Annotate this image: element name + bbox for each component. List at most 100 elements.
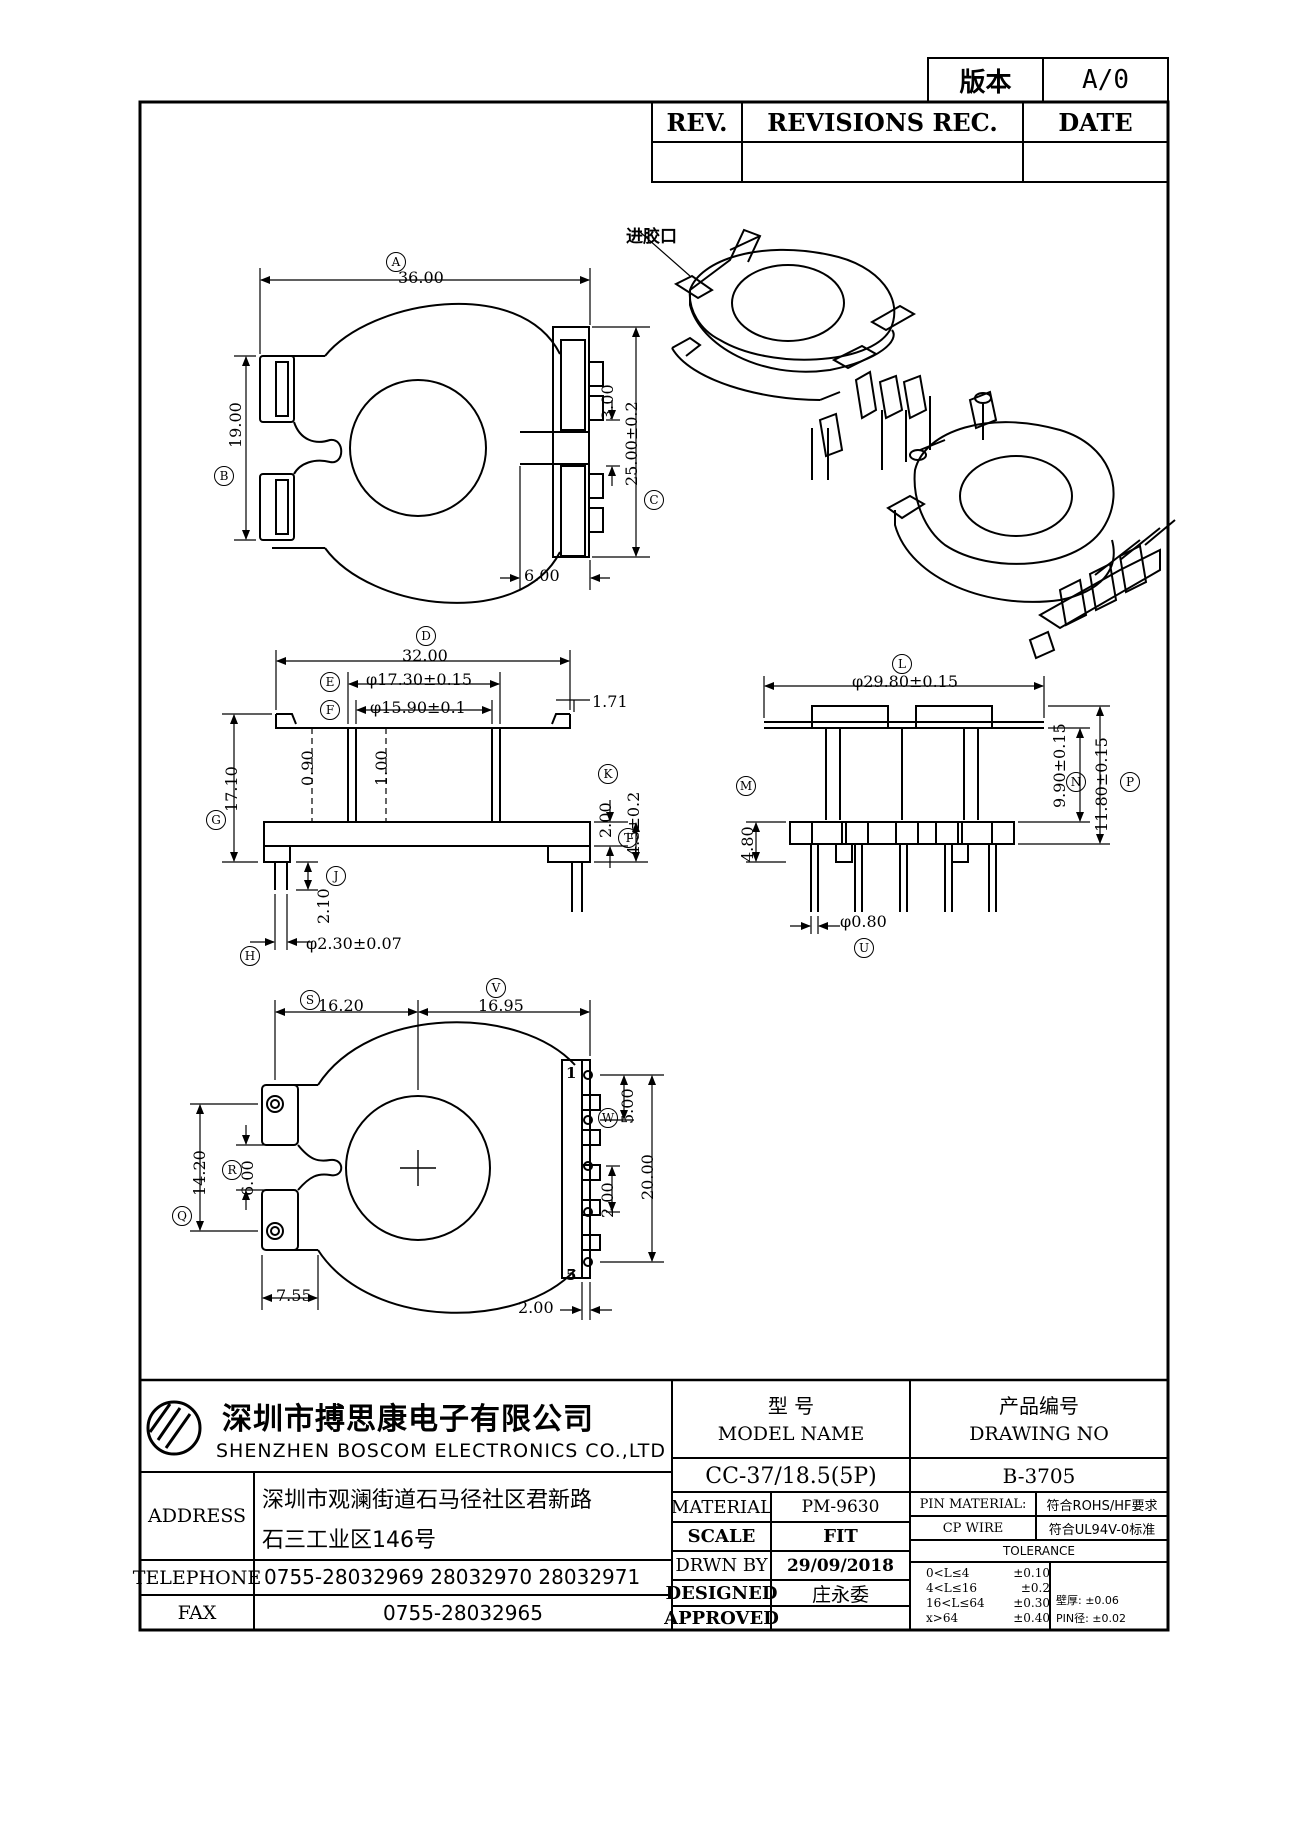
material-value: PM-9630 bbox=[801, 1497, 880, 1517]
company-name-en: SHENZHEN BOSCOM ELECTRONICS CO.,LTD bbox=[216, 1440, 667, 1462]
dim-2-00-bottom: 2.00 bbox=[598, 1182, 617, 1218]
address-line-1: 深圳市观澜街道石马径社区君新路 bbox=[262, 1488, 593, 1513]
date-header: DATE bbox=[1058, 107, 1133, 137]
ref-letter-v: V bbox=[486, 978, 506, 998]
dim-0-80: φ0.80 bbox=[840, 912, 887, 931]
scale-value: FIT bbox=[823, 1526, 858, 1547]
dim-2-30: φ2.30±0.07 bbox=[306, 934, 402, 953]
dim-2-10: 2.10 bbox=[314, 888, 333, 924]
ref-letter-w: W bbox=[598, 1108, 618, 1128]
dim-17-10: 17.10 bbox=[222, 766, 241, 812]
telephone-value: 0755-28032969 28032970 28032971 bbox=[264, 1565, 641, 1589]
dim-4-80: 4.80 bbox=[738, 826, 757, 862]
revisions-rec-header: REVISIONS REC. bbox=[767, 107, 998, 137]
cp-wire-label: CP WIRE bbox=[942, 1520, 1004, 1536]
dim-0-90: 0.90 bbox=[298, 750, 317, 786]
ref-letter-f: F bbox=[320, 700, 340, 720]
dim-32: 32.00 bbox=[402, 646, 448, 665]
tolerance-range: 16<L≤64 bbox=[926, 1596, 985, 1610]
dim-36: 36.00 bbox=[398, 268, 444, 287]
scale-label: SCALE bbox=[687, 1526, 756, 1547]
tolerance-row: 0<L≤4 ±0.10 bbox=[926, 1566, 1050, 1581]
tolerance-row: x>64±0.40 bbox=[926, 1611, 1050, 1626]
material-label: MATERIAL bbox=[670, 1496, 773, 1518]
tolerance-value: ±0.10 bbox=[1013, 1566, 1050, 1580]
isometric-upper-half bbox=[639, 228, 931, 480]
tolerance-range: 4<L≤16 bbox=[926, 1581, 977, 1595]
tolerance-row: 16<L≤64 ±0.30 bbox=[926, 1596, 1050, 1611]
tolerance-value: ±0.30 bbox=[1013, 1596, 1050, 1610]
top-view-outline bbox=[259, 302, 604, 604]
ref-letter-u: U bbox=[854, 938, 874, 958]
dim-19: 19.00 bbox=[226, 402, 245, 448]
dim-1-71: 1.71 bbox=[592, 692, 628, 711]
dim-11-80: 11.80±0.15 bbox=[1092, 737, 1111, 832]
tolerance-range: 0<L≤4 bbox=[926, 1566, 970, 1580]
pin-1-label: 1 bbox=[566, 1064, 577, 1082]
bottom-view-outline bbox=[261, 1021, 601, 1314]
cp-wire-value: 符合UL94V-0标准 bbox=[1048, 1522, 1156, 1538]
pin-material-value: 符合ROHS/HF要求 bbox=[1046, 1498, 1158, 1514]
ref-letter-l: L bbox=[892, 654, 912, 674]
company-logo bbox=[146, 1400, 202, 1456]
dim-2-00-side: 2.00 bbox=[596, 802, 615, 838]
version-value: A/0 bbox=[1082, 65, 1129, 95]
approved-label: APPROVED bbox=[664, 1607, 779, 1629]
drawing-label-cn: 产品编号 bbox=[999, 1393, 1079, 1418]
ref-letter-j: J bbox=[326, 866, 346, 886]
dim-29-80: φ29.80±0.15 bbox=[852, 672, 959, 691]
dim-3: 3.00 bbox=[598, 384, 617, 420]
ref-letter-e: E bbox=[320, 672, 340, 692]
fax-label: FAX bbox=[177, 1601, 217, 1624]
isometric-lower-half bbox=[886, 390, 1176, 660]
gate-note: 进胶口 bbox=[626, 227, 677, 247]
designed-label: DESIGNED bbox=[665, 1582, 778, 1604]
side-view-dimensions bbox=[222, 650, 648, 950]
fax-value: 0755-28032965 bbox=[383, 1600, 543, 1625]
top-view-dimensions bbox=[234, 268, 650, 590]
tolerance-table: 0<L≤4 ±0.10 4<L≤16 ±0.2 16<L≤64 ±0.30 x>64±… bbox=[926, 1566, 1050, 1626]
ref-letter-q: Q bbox=[172, 1206, 192, 1226]
company-name-cn: 深圳市搏思康电子有限公司 bbox=[222, 1402, 594, 1437]
wall-thickness-tolerance: 壁厚: ±0.06 bbox=[1056, 1594, 1119, 1607]
ref-letter-h: H bbox=[240, 946, 260, 966]
dim-7-55: 7.55 bbox=[276, 1286, 312, 1305]
dim-2-00-pin: 2.00 bbox=[518, 1298, 554, 1317]
bottom-view-dimensions bbox=[190, 1000, 664, 1320]
revisions-table bbox=[651, 101, 1169, 183]
drawing-value: B-3705 bbox=[1002, 1464, 1076, 1488]
model-value: CC-37/18.5(5P) bbox=[705, 1463, 877, 1489]
model-label-en: MODEL NAME bbox=[717, 1423, 865, 1445]
address-label: ADDRESS bbox=[147, 1505, 247, 1527]
tolerance-title: TOLERANCE bbox=[1002, 1544, 1076, 1558]
pin-material-label: PIN MATERIAL: bbox=[919, 1496, 1027, 1512]
dim-5-00: 5.00 bbox=[618, 1088, 637, 1124]
rev-header: REV. bbox=[666, 107, 728, 137]
pin-diameter-tolerance: PIN径: ±0.02 bbox=[1056, 1612, 1127, 1625]
ref-letter-r: R bbox=[222, 1160, 242, 1180]
dim-25: 25.00±0.2 bbox=[622, 401, 641, 486]
ref-letter-g: G bbox=[206, 810, 226, 830]
ref-letter-k: K bbox=[598, 764, 618, 784]
drawn-value: 29/09/2018 bbox=[786, 1555, 895, 1576]
ref-letter-a: A bbox=[386, 252, 406, 272]
drawn-label: DRWN BY bbox=[675, 1555, 768, 1576]
dim-16-20: 16.20 bbox=[318, 996, 364, 1015]
designed-value: 庄永委 bbox=[811, 1583, 869, 1606]
dim-20-00: 20.00 bbox=[638, 1154, 657, 1200]
front-view-dimensions bbox=[746, 676, 1110, 934]
dim-15-90: φ15.90±0.1 bbox=[370, 698, 466, 717]
telephone-label: TELEPHONE bbox=[132, 1566, 262, 1589]
tolerance-value: ±0.2 bbox=[1020, 1581, 1050, 1595]
ref-letter-s: S bbox=[300, 990, 320, 1010]
ref-letter-b: B bbox=[214, 466, 234, 486]
approved-value bbox=[771, 1606, 910, 1630]
ref-letter-m: M bbox=[736, 776, 756, 796]
side-view-outline bbox=[263, 713, 591, 912]
pin-5-label: 5 bbox=[566, 1266, 577, 1284]
drawing-label-en: DRAWING NO bbox=[969, 1423, 1109, 1445]
tolerance-range: x>64 bbox=[926, 1611, 959, 1625]
dim-17-30: φ17.30±0.15 bbox=[366, 670, 473, 689]
dim-14-20: 14.20 bbox=[190, 1150, 209, 1196]
model-label-cn: 型 号 bbox=[767, 1393, 815, 1418]
